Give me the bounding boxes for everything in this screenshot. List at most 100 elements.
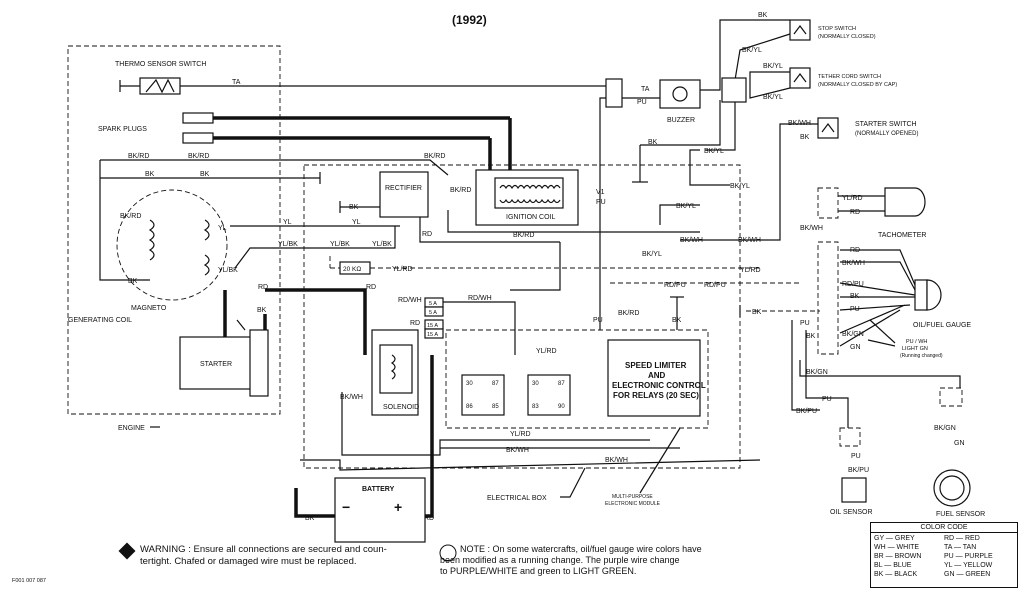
starter-switch-label: STARTER SWITCH (855, 121, 917, 128)
svg-text:BK: BK (672, 317, 682, 324)
connector-switches (721, 77, 747, 103)
svg-text:TA: TA (641, 86, 650, 93)
fuel-sensor (933, 469, 971, 507)
battery-label: BATTERY (362, 486, 395, 493)
svg-text:BK: BK (349, 204, 359, 211)
svg-text:BK/YL: BK/YL (676, 203, 696, 210)
svg-text:(NORMALLY OPENED): (NORMALLY OPENED) (855, 131, 918, 137)
rectifier (379, 171, 429, 218)
generating-coil-label: GENERATING COIL (68, 317, 132, 324)
oil-sensor-label: OIL SENSOR (830, 509, 873, 516)
svg-text:PU: PU (593, 317, 603, 324)
svg-text:BK: BK (800, 134, 810, 141)
spark-plugs-label: SPARK PLUGS (98, 126, 147, 133)
svg-text:BK/RD: BK/RD (424, 153, 445, 160)
svg-text:SPEED LIMITER: SPEED LIMITER (625, 361, 687, 370)
svg-text:BK/YL: BK/YL (704, 148, 724, 155)
svg-text:5 A: 5 A (429, 301, 437, 307)
svg-text:YL/BK: YL/BK (372, 241, 392, 248)
svg-text:YL/BK: YL/BK (218, 267, 238, 274)
svg-text:BK/RD: BK/RD (120, 213, 141, 220)
svg-text:RD: RD (422, 231, 432, 238)
svg-text:AND: AND (648, 371, 666, 380)
svg-text:YL: YL (218, 225, 227, 232)
svg-text:RD: RD (410, 320, 420, 327)
svg-text:BK/PU: BK/PU (796, 408, 817, 415)
tachometer-label: TACHOMETER (878, 232, 926, 239)
svg-text:86: 86 (466, 404, 473, 410)
connector-oil-sensor (839, 427, 861, 447)
svg-text:RD: RD (850, 209, 860, 216)
svg-text:BK/WH: BK/WH (842, 260, 865, 267)
buzzer-label: BUZZER (667, 117, 695, 124)
svg-text:GN: GN (850, 344, 861, 351)
figure-id: F001 007 087 (12, 578, 46, 584)
svg-text:BK/RD: BK/RD (450, 187, 471, 194)
svg-text:LIGHT GN: LIGHT GN (902, 346, 928, 352)
svg-text:BK: BK (758, 12, 768, 19)
svg-text:BK: BK (806, 333, 816, 340)
svg-text:YL: YL (283, 219, 292, 226)
svg-text:+: + (394, 499, 402, 515)
engine-label: ENGINE (118, 425, 145, 432)
solenoid-label: SOLENOID (383, 404, 419, 411)
thermo-sensor-label: THERMO SENSOR SWITCH (115, 61, 206, 68)
svg-text:YL/RD: YL/RD (536, 348, 557, 355)
ignition-coil (494, 177, 564, 209)
svg-text:BK/RD: BK/RD (618, 310, 639, 317)
svg-text:BK: BK (305, 515, 315, 522)
svg-text:30: 30 (532, 381, 539, 387)
svg-text:BK/RD: BK/RD (513, 232, 534, 239)
svg-text:BK/YL: BK/YL (763, 94, 783, 101)
rectifier-label: RECTIFIER (385, 185, 422, 192)
svg-text:BK/GN: BK/GN (806, 369, 828, 376)
svg-text:PU: PU (851, 453, 861, 460)
svg-text:BK: BK (145, 171, 155, 178)
relay-2 (527, 374, 571, 416)
tachometer (884, 187, 926, 217)
svg-text:BK/YL: BK/YL (642, 251, 662, 258)
svg-text:PU: PU (800, 320, 810, 327)
svg-text:BK/RD: BK/RD (128, 153, 149, 160)
fuse-15a-2 (424, 328, 444, 339)
svg-text:15 A: 15 A (427, 332, 438, 338)
svg-text:BK/WH: BK/WH (738, 237, 761, 244)
electronic-module (445, 329, 709, 429)
magneto-coil (203, 219, 210, 276)
svg-text:(Running changed): (Running changed) (900, 353, 943, 359)
speed-limiter-box (607, 339, 701, 417)
svg-text:BK/WH: BK/WH (800, 225, 823, 232)
connector-tach (817, 187, 839, 219)
solenoid (379, 344, 413, 394)
wire-label-ta: TA (232, 79, 241, 86)
svg-text:RD/WH: RD/WH (398, 297, 422, 304)
note-text-cont: been modified as a running change. The p… (440, 555, 680, 576)
note-text: NOTE : On some watercrafts, oil/fuel gau… (460, 544, 702, 554)
svg-text:BK/WH: BK/WH (340, 394, 363, 401)
module-label-1: MULTI-PURPOSE (612, 494, 653, 500)
tether-cord-switch (789, 67, 811, 89)
svg-text:PU: PU (596, 199, 606, 206)
svg-text:FOR RELAYS (20 SEC): FOR RELAYS (20 SEC) (613, 391, 699, 400)
spark-plug-1 (182, 112, 214, 124)
svg-text:BK/RD: BK/RD (188, 153, 209, 160)
svg-text:RD/PU: RD/PU (664, 282, 686, 289)
tether-switch-label: TETHER CORD SWITCH (818, 74, 881, 80)
buzzer (659, 79, 701, 109)
svg-text:83: 83 (532, 404, 539, 410)
svg-text:YL/RD: YL/RD (392, 266, 413, 273)
warning-icon (118, 542, 136, 560)
svg-text:YL/BK: YL/BK (278, 241, 298, 248)
engine-boundary (67, 45, 281, 415)
svg-text:BK/YL: BK/YL (730, 183, 750, 190)
svg-text:PU: PU (637, 99, 647, 106)
connector-buzzer (605, 78, 623, 108)
svg-text:BK/PU: BK/PU (848, 467, 869, 474)
svg-text:(NORMALLY CLOSED): (NORMALLY CLOSED) (818, 34, 876, 40)
svg-text:BK/GN: BK/GN (934, 425, 956, 432)
svg-text:YL: YL (352, 219, 361, 226)
svg-text:BK/WH: BK/WH (506, 447, 529, 454)
svg-text:5 A: 5 A (429, 310, 437, 316)
fuse-5a-2 (424, 306, 444, 317)
